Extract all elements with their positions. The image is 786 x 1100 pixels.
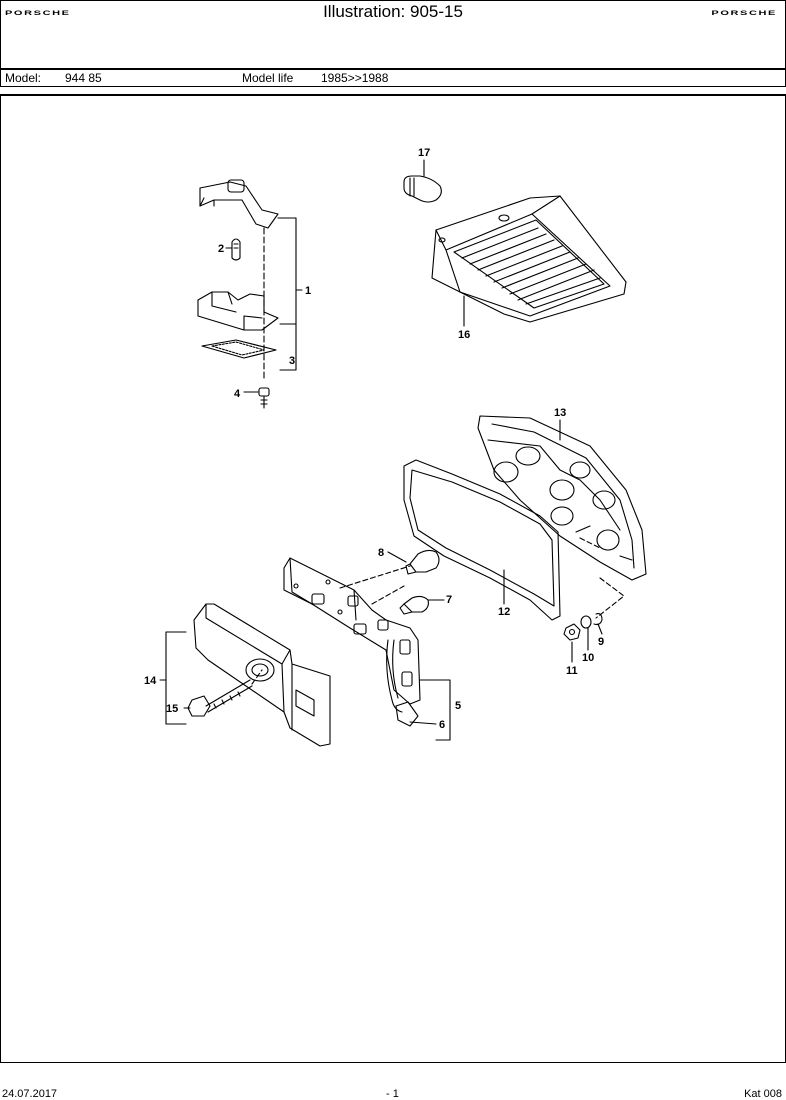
callout-7: 7: [446, 594, 452, 606]
footer-page: - 1: [386, 1088, 399, 1100]
screw-small: [258, 387, 270, 409]
mounting-axis: [579, 537, 625, 619]
bracket-part-14: [159, 631, 187, 725]
bulb-8: [405, 549, 440, 575]
callout-5: 5: [455, 700, 461, 712]
model-value: 944 85: [65, 71, 102, 85]
bulb-holder-plate-5: [283, 557, 421, 705]
screw-axis-15: [251, 669, 263, 685]
callout-4: 4: [234, 388, 241, 400]
taillight-lens-13: [477, 415, 647, 581]
spring-washer-9: [593, 613, 603, 626]
leader-9: [597, 623, 603, 635]
leader-8: [387, 551, 407, 563]
illustration-title: Illustration: 905-15: [323, 2, 463, 21]
model-life-label: Model life: [242, 71, 294, 85]
callout-15: 15: [166, 703, 178, 715]
bulb-small: [231, 238, 241, 261]
footer-date: 24.07.2017: [2, 1088, 58, 1100]
bulb-large: [403, 175, 442, 203]
screw-15: [187, 679, 253, 717]
callout-10: 10: [582, 652, 594, 664]
model-bar: Model: 944 85 Model life 1985>>1988: [1, 68, 785, 88]
lamp-housing-16: [431, 195, 627, 323]
leader-6: [409, 721, 437, 725]
callout-1: 1: [305, 285, 311, 297]
model-label: Model:: [5, 71, 42, 85]
callout-6: 6: [439, 719, 445, 731]
bulb-axis-7: [371, 585, 405, 605]
footer-catalog: Kat 008: [744, 1088, 782, 1100]
license-light-gasket: [201, 339, 277, 359]
callout-8: 8: [378, 547, 384, 559]
bulb-7: [399, 595, 429, 615]
callout-11: 11: [566, 665, 578, 677]
callout-13: 13: [554, 407, 566, 419]
callout-9: 9: [598, 636, 604, 648]
gasket-12: [403, 459, 561, 621]
header-box: PORSCHE Illustration: 905-15 PORSCHE Mod…: [0, 0, 786, 87]
porsche-logo-right: PORSCHE: [711, 10, 777, 17]
callout-3: 3: [289, 355, 295, 367]
bulb-axis-8: [339, 565, 411, 589]
housing-14: [193, 603, 331, 747]
callout-16: 16: [458, 329, 470, 341]
callout-14: 14: [144, 675, 157, 687]
callout-numbers: 1 2 3 4 5 6 7 8 9 10 11 12 13 14 15 16 1…: [144, 147, 604, 731]
wiring-harness-6: [386, 639, 419, 727]
license-light-housing: [197, 291, 279, 331]
callout-2: 2: [218, 243, 224, 255]
callout-12: 12: [498, 606, 510, 618]
license-light-bracket: [199, 179, 279, 229]
bracket-part-5: [419, 679, 451, 741]
callout-17: 17: [418, 147, 430, 159]
model-life-value: 1985>>1988: [321, 71, 389, 85]
washer-10: [580, 615, 592, 629]
bracket-part-1: [277, 217, 303, 371]
porsche-logo-left: PORSCHE: [5, 10, 71, 17]
nut-11: [563, 623, 581, 641]
